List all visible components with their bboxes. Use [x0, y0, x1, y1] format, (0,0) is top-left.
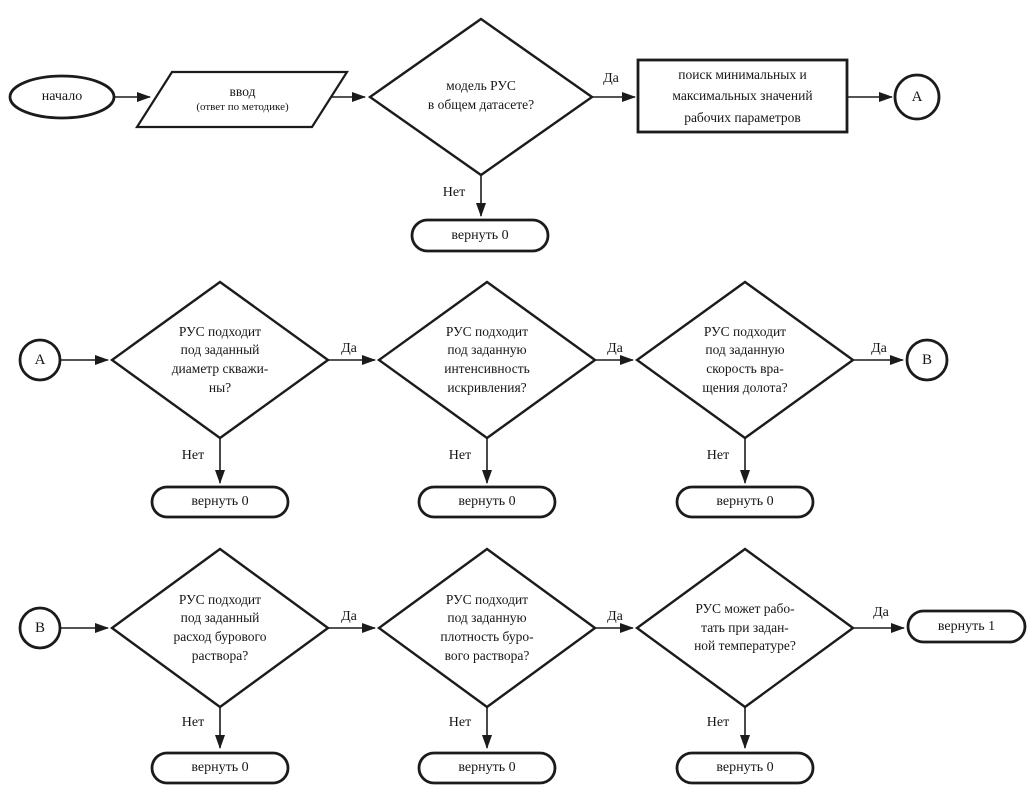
start-terminator-label: начало	[41, 89, 83, 105]
connector-a-out-shape	[893, 73, 941, 121]
input-parallelogram-label: ввод (ответ по методике)	[160, 74, 325, 124]
return0-r2c3-shape	[675, 485, 815, 519]
edge-label-intensity-no: Нет	[448, 447, 472, 463]
input-line1: ввод	[229, 83, 256, 99]
decision-flow-label: РУС подходит под заданный расход буровог…	[173, 591, 267, 663]
process-search-shape	[636, 58, 849, 134]
return0-r2c1-shape	[150, 485, 290, 519]
edge-label-density-yes: Да	[607, 609, 623, 624]
return0-r3c3-label: вернуть 0	[716, 760, 774, 776]
connector-b-out-shape	[905, 338, 949, 382]
return0-r3c3-shape	[675, 751, 815, 785]
return0-r1-shape	[410, 218, 550, 253]
connector-a-in-shape	[18, 338, 62, 382]
process-search-label: поиск минимальных и максимальных значени…	[672, 66, 813, 125]
decision-temperature-label: РУС может рабо- тать при задан- ной темп…	[694, 601, 796, 654]
input-parallelogram-shape	[134, 70, 350, 129]
return0-r2c1-label: вернуть 0	[191, 494, 249, 510]
decision-dataset-label: модель РУС в общем датасете?	[427, 78, 535, 112]
decision-diameter-label: РУС подходит под заданный диаметр скважи…	[171, 323, 269, 395]
edge-label-diameter-no: Нет	[181, 447, 205, 463]
decision-intensity-label: РУС подходит под заданную интенсивность …	[444, 323, 530, 395]
edge-label-density-no: Нет	[448, 714, 472, 730]
decision-rotation-shape	[634, 280, 856, 440]
decision-flow-shape	[109, 547, 331, 709]
decision-intensity-shape	[376, 280, 598, 440]
connector-a-in-label: А	[34, 351, 46, 368]
return0-r3c1-label: вернуть 0	[191, 760, 249, 776]
return0-r1-label: вернуть 0	[451, 227, 509, 243]
edge-label-dataset-yes: Да	[603, 71, 619, 86]
decision-rotation-label: РУС подходит под заданную скорость вра- …	[702, 323, 788, 395]
connector-b-in-shape	[18, 606, 62, 650]
decision-density-label: РУС подходит под заданную плотность буро…	[440, 591, 534, 663]
connector-b-out-label: В	[921, 351, 932, 368]
edge-label-diameter-yes: Да	[341, 341, 357, 356]
start-terminator-shape	[8, 74, 116, 120]
decision-temperature-shape	[634, 547, 856, 709]
input-line2: (ответ по методике)	[196, 100, 289, 113]
connector-b-in-label: В	[34, 619, 45, 636]
return0-r3c2-shape	[417, 751, 557, 785]
decision-diameter-shape	[109, 280, 331, 440]
edge-label-dataset-no: Нет	[442, 184, 466, 200]
decision-dataset-shape	[367, 17, 595, 177]
return1-shape	[906, 609, 1027, 644]
edge-label-flow-no: Нет	[181, 714, 205, 730]
connector-a-out-label: А	[911, 88, 923, 105]
decision-density-shape	[376, 547, 598, 709]
return0-r3c1-shape	[150, 751, 290, 785]
edge-label-flow-yes: Да	[341, 609, 357, 624]
edge-label-intensity-yes: Да	[607, 341, 623, 356]
return0-r2c2-label: вернуть 0	[458, 494, 516, 510]
edge-label-rotation-yes: Да	[871, 341, 887, 356]
return1-label: вернуть 1	[937, 618, 996, 634]
return0-r2c3-label: вернуть 0	[716, 494, 774, 510]
edge-label-rotation-no: Нет	[706, 447, 730, 463]
return0-r2c2-shape	[417, 485, 557, 519]
return0-r3c2-label: вернуть 0	[458, 760, 516, 776]
edge-label-temperature-no: Нет	[706, 714, 730, 730]
edge-label-temperature-yes: Да	[873, 605, 889, 620]
